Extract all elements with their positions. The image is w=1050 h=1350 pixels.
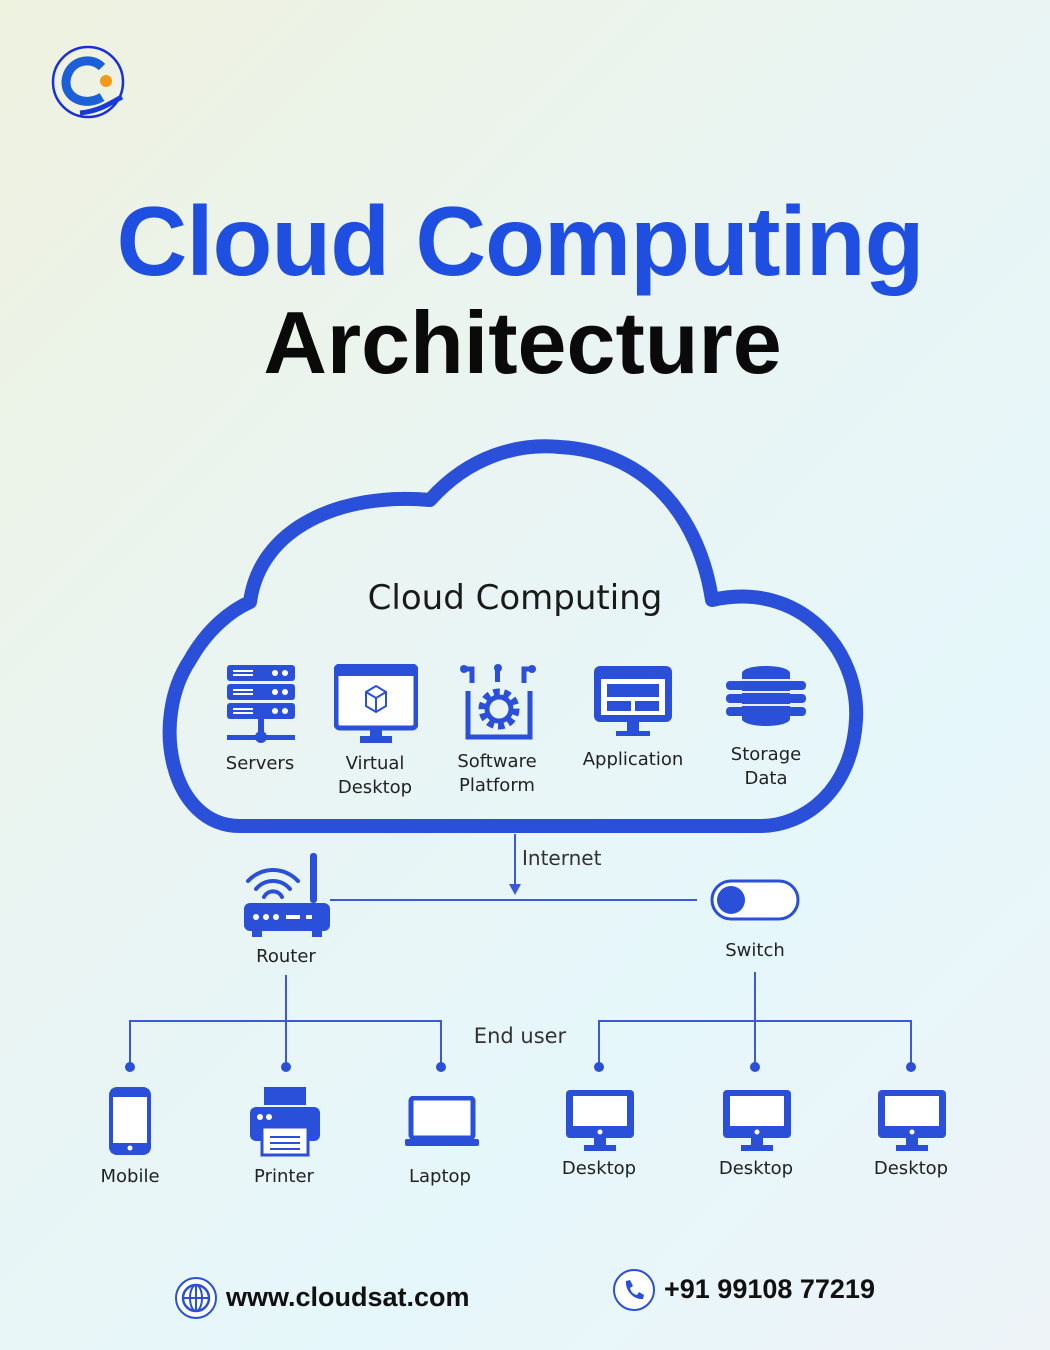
cloudsat-logo [51,45,125,119]
device-label-laptop: Laptop [409,1166,471,1187]
storage-database-icon [726,666,806,726]
device-label-mobile: Mobile [100,1166,160,1187]
desktop-icon [723,1090,791,1151]
phone-number[interactable]: +91 99108 77219 [664,1274,875,1304]
service-label-application: Application [582,749,684,770]
device-label-printer: Printer [254,1166,314,1187]
switch-label: Switch [725,940,785,961]
globe-icon [175,1277,217,1319]
cloud-outline [162,439,864,833]
device-label-desktop: Desktop [873,1158,949,1179]
device-label-desktop: Desktop [561,1158,637,1179]
laptop-icon [405,1096,479,1146]
service-label-virtual-desktop: Virtual Desktop [337,753,413,798]
virtual-desktop-icon [334,664,418,743]
service-label-storage-data: Storage Data [730,744,802,789]
title-line-1: Cloud Computing [116,186,925,296]
mobile-icon [109,1087,151,1155]
desktop-icon [566,1090,634,1151]
cloud-title: Cloud Computing [367,578,663,618]
desktop-icon [878,1090,946,1151]
software-platform-icon [460,664,536,740]
router-icon [244,853,330,937]
phone-icon [613,1269,655,1311]
server-rack-icon [227,665,295,743]
website-link[interactable]: www.cloudsat.com [226,1282,470,1312]
switch-toggle-icon [710,879,800,921]
service-label-servers: Servers [225,753,295,774]
printer-icon [250,1087,320,1157]
internet-label: Internet [522,846,602,870]
service-label-software-platform: Software Platform [457,751,537,796]
end-user-label: End user [473,1024,567,1048]
title-line-2: Architecture [263,293,782,392]
device-label-desktop: Desktop [718,1158,794,1179]
application-icon [594,666,672,736]
router-label: Router [256,946,316,967]
